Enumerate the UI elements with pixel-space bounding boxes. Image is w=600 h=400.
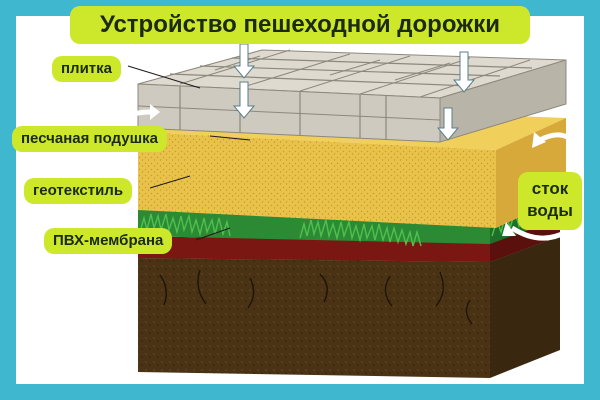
- down-arrow-icon: [232, 81, 256, 119]
- water-flow-arrow-icon: [532, 132, 583, 152]
- leader-lines: [127, 65, 251, 241]
- down-arrow-icon: [232, 43, 256, 79]
- down-arrow-icon: [452, 51, 476, 93]
- label-tile: плитка: [52, 56, 122, 82]
- water-flow-arrow-icon: [116, 104, 160, 126]
- label-geotextile: геотекстиль: [24, 178, 133, 204]
- page-title: Устройство пешеходной дорожки: [70, 6, 530, 44]
- label-water-drain-line2: воды: [527, 201, 573, 220]
- water-flow-arrow-icon: [502, 222, 568, 241]
- label-water-drain: сток воды: [518, 172, 582, 230]
- label-pvc-membrane: ПВХ-мембрана: [44, 228, 173, 254]
- label-sand-cushion: песчаная подушка: [12, 126, 167, 152]
- label-water-drain-line1: сток: [531, 179, 569, 198]
- down-arrow-icon: [436, 107, 460, 141]
